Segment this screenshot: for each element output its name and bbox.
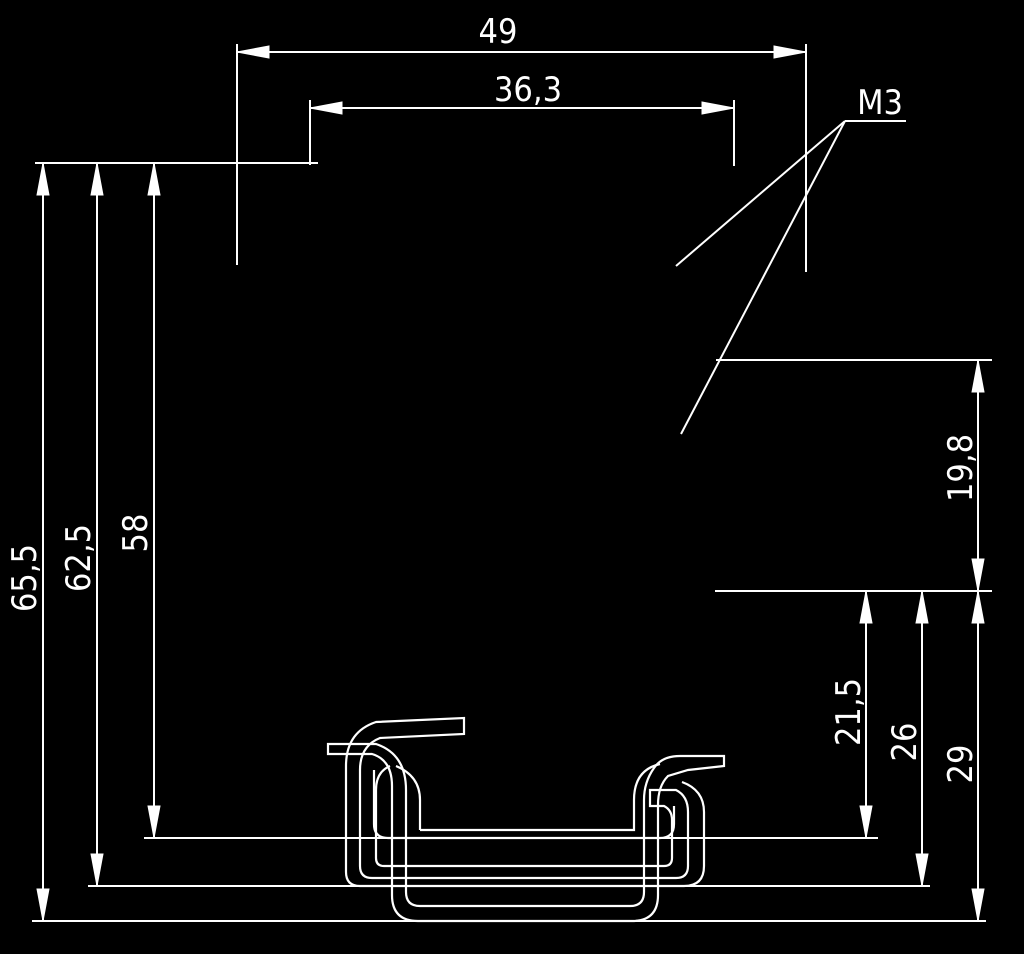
arrowhead-bottom (971, 558, 985, 592)
dimension-value-21-5: 21,5 (829, 678, 869, 746)
part-outline-outer (326, 742, 726, 923)
arrowhead-top (147, 162, 161, 196)
dimension-value-58: 58 (116, 514, 156, 553)
arrowhead-top (971, 359, 985, 393)
part-outline-inner (372, 770, 676, 840)
part-outline-inner-wall (420, 762, 661, 832)
part-outline-middle (344, 716, 690, 880)
dimension-width-inner: 36,3 (309, 70, 735, 166)
dimension-width-overall: 49 (236, 12, 807, 272)
arrowhead-bottom (147, 805, 161, 839)
arrowhead-bottom (90, 853, 104, 887)
part-outline-middle-return (344, 766, 706, 888)
dimension-value-65-5: 65,5 (5, 544, 45, 612)
thread-label-m3: M3 (857, 83, 903, 123)
dimension-value-49: 49 (479, 12, 518, 52)
dimension-height-26: 26 (885, 590, 929, 887)
arrowhead-bottom (971, 888, 985, 922)
leader-line-lower (680, 120, 846, 435)
arrowhead-right (701, 101, 735, 115)
arrowhead-top (90, 162, 104, 196)
leader-line-upper (675, 120, 846, 267)
dimension-height-21-5: 21,5 (829, 590, 873, 839)
dimension-height-65-5: 65,5 (5, 162, 50, 922)
dimension-value-29: 29 (941, 745, 981, 784)
dimension-height-29: 29 (941, 590, 985, 922)
dimension-value-36-3: 36,3 (494, 70, 562, 110)
dimension-value-26: 26 (885, 723, 925, 762)
arrowhead-top (915, 590, 929, 624)
arrowhead-top (859, 590, 873, 624)
arrowhead-left (309, 101, 343, 115)
arrowhead-bottom (36, 888, 50, 922)
dimension-height-62-5: 62,5 (59, 162, 104, 887)
thread-callout: M3 (675, 83, 906, 435)
dimension-height-58: 58 (116, 162, 161, 839)
arrowhead-top (36, 162, 50, 196)
dimension-value-62-5: 62,5 (59, 524, 99, 592)
dimension-value-19-8: 19,8 (941, 434, 981, 502)
arrowhead-top (971, 590, 985, 624)
arrowhead-right (773, 45, 807, 59)
arrowhead-bottom (859, 805, 873, 839)
arrowhead-left (236, 45, 270, 59)
part-outline-inner-wall-left (395, 764, 422, 830)
arrowhead-bottom (915, 853, 929, 887)
bracket-part-outline (326, 716, 726, 923)
dimension-height-19-8: 19,8 (941, 359, 985, 592)
